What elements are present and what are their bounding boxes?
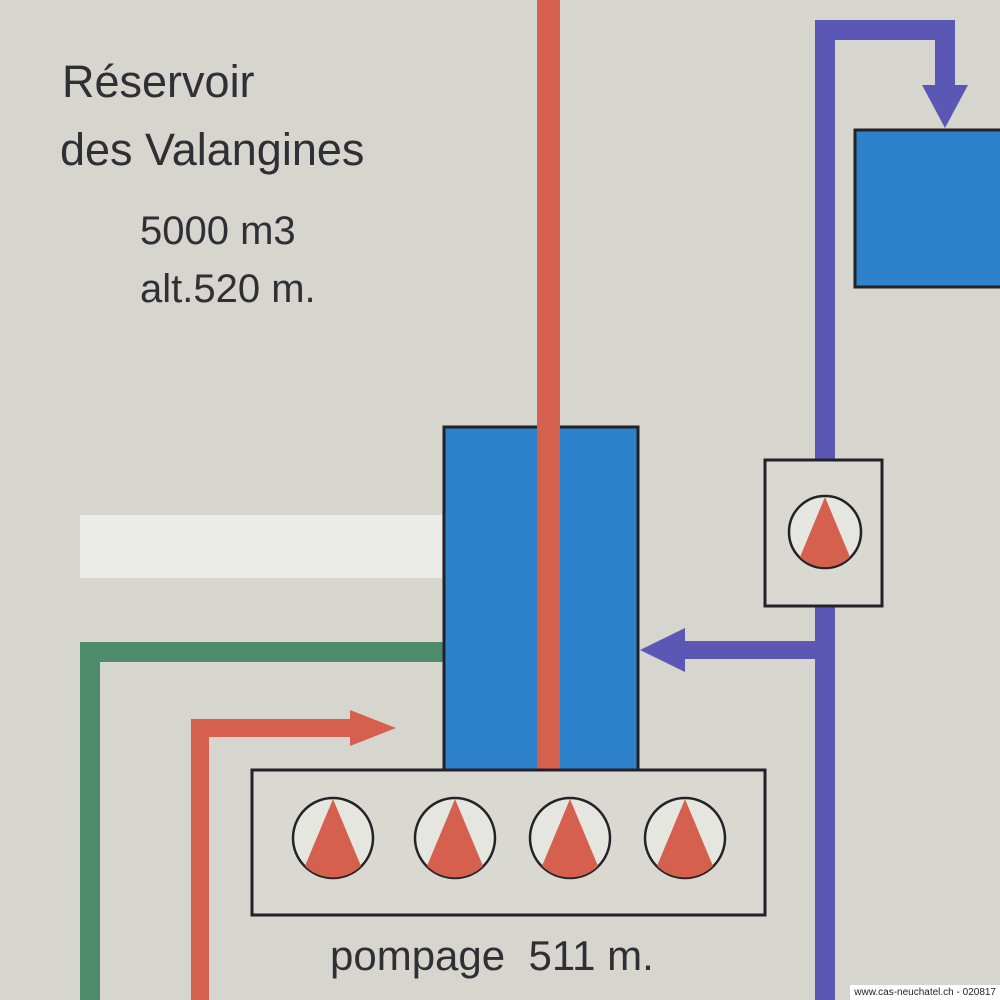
green-pipe (80, 642, 444, 1000)
capacity-text: 5000 m3 (140, 209, 296, 253)
pump-icon (787, 494, 863, 570)
reservoir-title-line2: des Valangines (60, 124, 364, 175)
blank-label-strip (80, 515, 442, 578)
upper-tank (853, 128, 1000, 289)
red-arrow-icon (350, 710, 396, 746)
pump-icon (413, 796, 497, 880)
altitude-text: alt.520 m. (140, 267, 316, 311)
red-vertical-pipe (537, 0, 560, 770)
purple-left-arrow-icon (640, 628, 685, 672)
reservoir-title-line1: Réservoir (62, 56, 255, 107)
red-inlet-pipe (191, 719, 355, 1000)
watermark: www.cas-neuchatel.ch - 020817 (850, 985, 1000, 1000)
pump-icon (291, 796, 375, 880)
pump-icon (528, 796, 612, 880)
pump-icon (643, 796, 727, 880)
pumping-altitude-text: pompage 511 m. (330, 932, 654, 979)
purple-down-arrow-icon (922, 85, 968, 128)
